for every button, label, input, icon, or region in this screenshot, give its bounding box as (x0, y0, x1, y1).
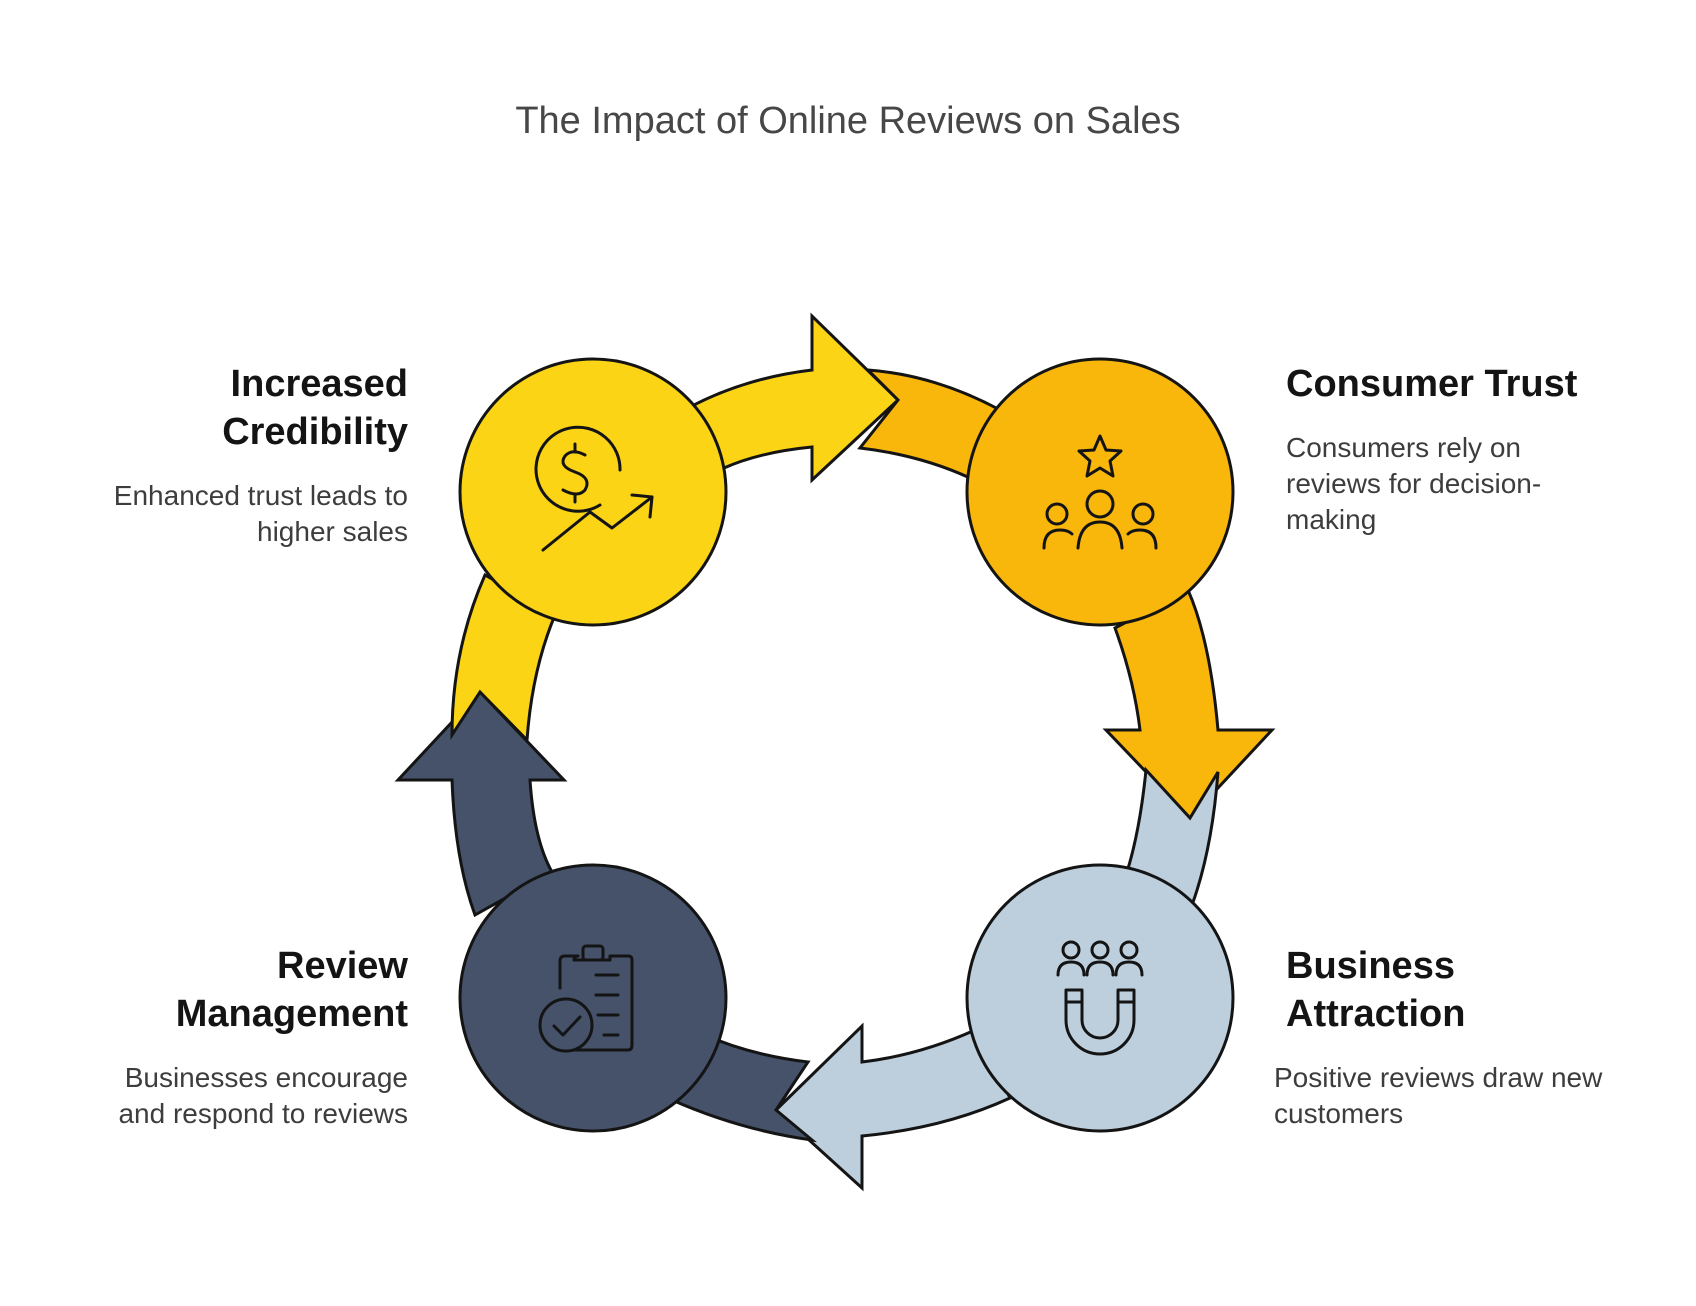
stage-heading: Review Management (175, 945, 408, 1035)
star-people-icon (1042, 434, 1158, 550)
arrow-credibility-to-trust (687, 312, 901, 484)
dollar-growth-icon (534, 425, 654, 552)
stage-description: Businesses encourage and respond to revi… (118, 1062, 408, 1129)
arrow-attraction-to-management (773, 1022, 1013, 1192)
clipboard-check-icon (538, 944, 634, 1053)
stage-heading: Business Attraction (1286, 945, 1466, 1035)
stage-heading: Increased Credibility (222, 363, 408, 453)
circle-review-management (458, 863, 728, 1133)
arrow-trust-to-attraction (1102, 587, 1276, 821)
circle-increased-credibility (458, 357, 728, 627)
diagram-title: The Impact of Online Reviews on Sales (515, 100, 1181, 142)
stage-review-management: Review Management Businesses encourage a… (48, 942, 408, 1132)
stage-consumer-trust: Consumer Trust Consumers rely on reviews… (1286, 360, 1646, 538)
stage-description: Consumers rely on reviews for decision- … (1286, 432, 1542, 535)
circle-business-attraction (965, 863, 1235, 1133)
arrow-management-to-credibility (394, 689, 568, 918)
stage-heading: Consumer Trust (1286, 363, 1578, 405)
magnet-people-icon (1056, 940, 1144, 1056)
stage-business-attraction: Business Attraction Positive reviews dra… (1274, 942, 1646, 1132)
stage-description: Positive reviews draw new customers (1274, 1062, 1603, 1129)
stage-description: Enhanced trust leads to higher sales (113, 480, 408, 547)
stage-increased-credibility: Increased Credibility Enhanced trust lea… (48, 360, 408, 550)
